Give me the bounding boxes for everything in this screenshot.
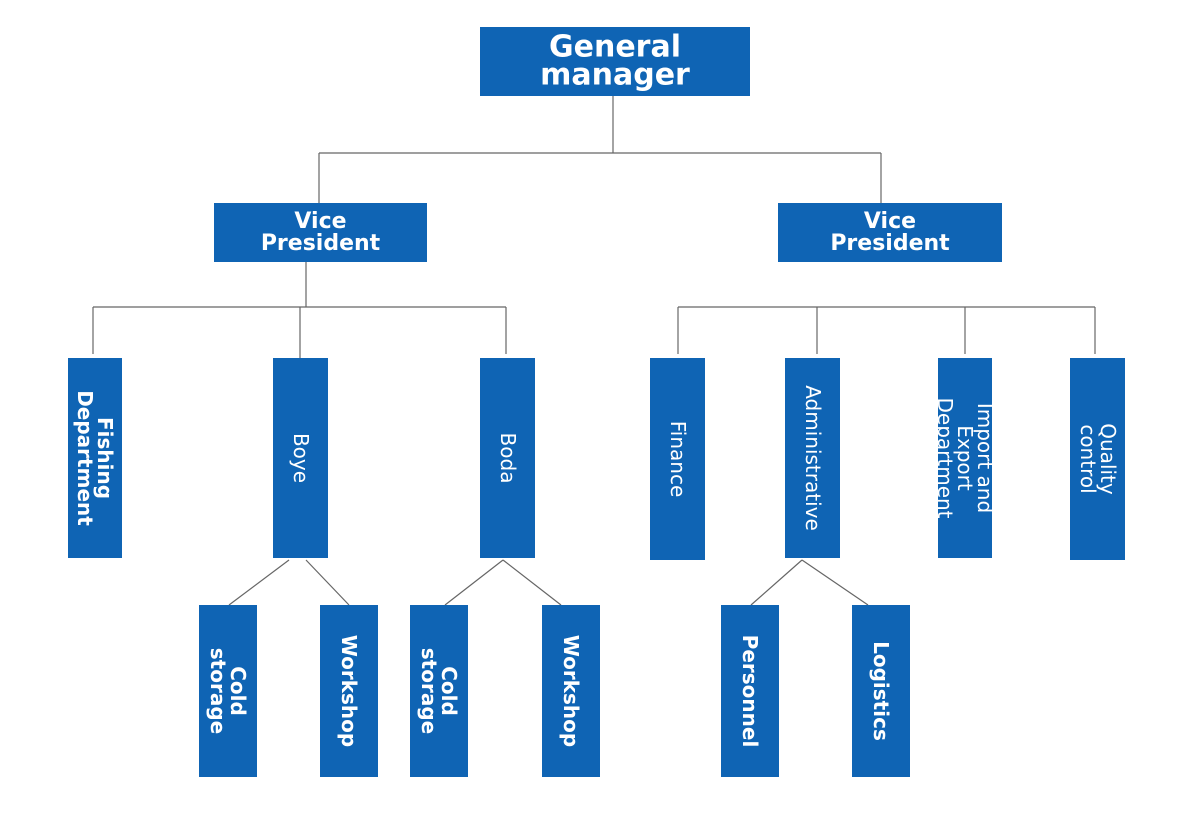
logistics-box: Logistics xyxy=(852,605,910,777)
connector-admin-personnel xyxy=(750,559,803,606)
vice-president-left-box: Vice President xyxy=(214,203,427,262)
connector-admin-logistics xyxy=(801,559,869,606)
boye-label: Boye xyxy=(288,432,313,484)
administrative-label: Administrative xyxy=(800,385,825,531)
boda-label: Boda xyxy=(495,432,520,484)
fishing-department-label: Fishing Department xyxy=(73,390,117,526)
boye-workshop-label: Workshop xyxy=(337,634,361,748)
boda-cold-storage-label: Cold storage xyxy=(417,647,461,735)
administrative-box: Administrative xyxy=(785,358,840,558)
import-export-label: Import and Export Department xyxy=(938,397,992,519)
boye-workshop-box: Workshop xyxy=(320,605,378,777)
vice-president-left-label: Vice President xyxy=(260,208,381,256)
fishing-department-box: Fishing Department xyxy=(68,358,122,558)
finance-label: Finance xyxy=(665,420,690,498)
quality-control-label: Quality control xyxy=(1075,423,1120,495)
boye-cold-storage-box: Cold storage xyxy=(199,605,257,777)
connector-boye-workshop xyxy=(305,559,350,606)
boye-cold-storage-label: Cold storage xyxy=(206,647,250,735)
import-export-box: Import and Export Department xyxy=(938,358,992,558)
boda-box: Boda xyxy=(480,358,535,558)
quality-control-box: Quality control xyxy=(1070,358,1125,560)
vice-president-right-label: Vice President xyxy=(830,208,950,256)
boye-box: Boye xyxy=(273,358,328,558)
boda-workshop-box: Workshop xyxy=(542,605,600,777)
connector-boda-workshop xyxy=(502,559,562,606)
vice-president-right-box: Vice President xyxy=(778,203,1002,262)
general-manager-box: General manager xyxy=(480,27,750,96)
personnel-box: Personnel xyxy=(721,605,779,777)
personnel-label: Personnel xyxy=(738,634,762,748)
boda-workshop-label: Workshop xyxy=(559,634,583,748)
logistics-label: Logistics xyxy=(869,641,893,741)
connector-boye-cold xyxy=(228,559,290,606)
connector-boda-cold xyxy=(444,559,504,606)
general-manager-label: General manager xyxy=(540,29,690,93)
finance-box: Finance xyxy=(650,358,705,560)
boda-cold-storage-box: Cold storage xyxy=(410,605,468,777)
